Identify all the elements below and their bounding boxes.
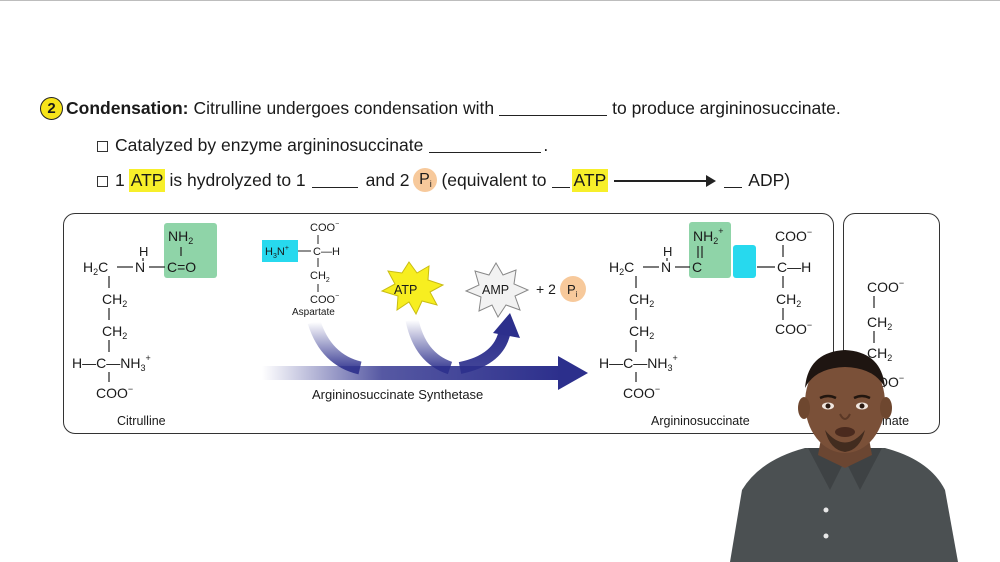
equivalent-text: (equivalent to — [441, 169, 547, 190]
arg-ch2-right: CH2 — [776, 291, 801, 309]
arg-ch2-b: CH2 — [629, 323, 654, 341]
partial-ch2-a: CH2 — [867, 314, 892, 332]
aspartate-c-h: C—H — [313, 246, 340, 258]
citrulline-nh2: NH2 — [168, 228, 193, 246]
citrulline-h2c: H2C — [83, 259, 108, 277]
arg-hc-nh3: H—C—NH3+ — [599, 353, 678, 373]
heading-title: Condensation: — [66, 97, 189, 118]
hydrolyzed-text: is hydrolyzed to 1 — [169, 169, 306, 190]
and-2-text: and 2 — [365, 169, 410, 190]
arg-n: N — [661, 259, 671, 275]
h3n-highlight — [262, 240, 298, 262]
partial-coo-top: COO− — [867, 278, 904, 295]
arg-h2c: H2C — [609, 259, 634, 277]
catalyzed-text: Catalyzed by enzyme argininosuccinate — [115, 134, 424, 155]
amp-star-label: AMP — [482, 283, 509, 297]
aspartate-ch2: CH2 — [310, 270, 330, 284]
blank-enzyme[interactable] — [429, 137, 542, 153]
catalyzed-end: . — [543, 134, 549, 155]
argininosuccinate-structure: NH2+ H H2C N C COO− C—H CH2 COO− CH2 CH2… — [599, 222, 812, 428]
partial-ch2-b: CH2 — [867, 345, 892, 363]
blank-adp[interactable] — [724, 172, 743, 188]
atp-highlight: ATP — [128, 168, 166, 192]
heading-text-after: to produce argininosuccinate. — [612, 97, 841, 118]
atp-highlight-2: ATP — [571, 168, 609, 192]
right-arrow-icon — [614, 175, 717, 187]
bullet-catalyzed: Catalyzed by enzyme argininosuccinate . — [97, 133, 548, 157]
arg-ch2-a: CH2 — [629, 291, 654, 309]
amp-star-icon: AMP — [464, 262, 530, 318]
arg-coo: COO− — [623, 384, 660, 401]
arg-h: H — [663, 244, 672, 259]
reaction-arrows — [262, 313, 588, 390]
diagram-pi: Pi — [567, 282, 578, 299]
aspartate-coo-top: COO− — [310, 221, 339, 234]
top-divider — [0, 0, 1000, 1]
partial-product-structure: COO− CH2 CH2 COO− ıccinate — [866, 278, 909, 428]
blank-equivalent[interactable] — [551, 172, 570, 188]
aspartate-h3n: H3N+ — [265, 245, 289, 260]
main-arrow-shaft — [262, 366, 562, 380]
heading-text-before: Citrulline undergoes condensation with — [193, 97, 495, 118]
aspartate-structure: COO− H3N+ C—H CH2 COO− Aspartate — [262, 221, 340, 318]
main-arrow-head — [558, 356, 588, 390]
argininosuccinate-label: Argininosuccinate — [651, 414, 750, 428]
arg-c: C — [692, 259, 702, 275]
blank-reactant[interactable] — [499, 100, 608, 116]
citrulline-c-o: C=O — [167, 259, 196, 275]
pi-circle — [560, 276, 586, 302]
checkbox-icon — [97, 140, 108, 152]
citrulline-h: H — [139, 244, 148, 259]
presenter-head — [805, 353, 885, 453]
atp-curve — [405, 318, 453, 375]
citrulline-n: N — [135, 259, 145, 275]
arg-coo-top: COO− — [775, 227, 812, 244]
amp-curve — [458, 328, 511, 374]
nh2-plus-highlight — [689, 222, 731, 278]
aspartate-coo-bottom: COO− — [310, 293, 339, 306]
aspartate-curve — [307, 319, 362, 375]
blank-product[interactable] — [311, 172, 358, 188]
atp-star-label: ATP — [394, 283, 417, 297]
section-heading: 2 Condensation: Citrulline undergoes con… — [40, 95, 841, 121]
atp-count: 1 — [115, 169, 125, 190]
citrulline-label: Citrulline — [117, 414, 166, 428]
nh2-highlight — [164, 223, 217, 278]
amp-arrow-head — [493, 313, 520, 338]
citrulline-hc-nh3: H—C—NH3+ — [72, 353, 151, 373]
aspartate-label: Aspartate — [292, 307, 335, 318]
plus-2-text: + 2 — [536, 281, 556, 297]
arg-c-h: C—H — [777, 259, 811, 275]
presenter-video — [730, 350, 958, 562]
atp-star-icon: ATP — [380, 261, 445, 316]
presenter-shirt — [730, 448, 958, 562]
checkbox-icon — [97, 175, 108, 187]
citrulline-ch2-b: CH2 — [102, 323, 127, 341]
arg-coo-right: COO− — [775, 320, 812, 337]
adp-text: ADP) — [748, 169, 791, 190]
citrulline-coo: COO− — [96, 384, 133, 401]
enzyme-label: Argininosuccinate Synthetase — [312, 387, 483, 402]
step-number-badge: 2 — [40, 96, 63, 120]
citrulline-ch2-a: CH2 — [102, 291, 127, 309]
citrulline-structure: NH2 H H2C N C=O CH2 CH2 H—C—NH3+ COO− Ci… — [72, 223, 217, 428]
link-highlight — [733, 245, 756, 278]
